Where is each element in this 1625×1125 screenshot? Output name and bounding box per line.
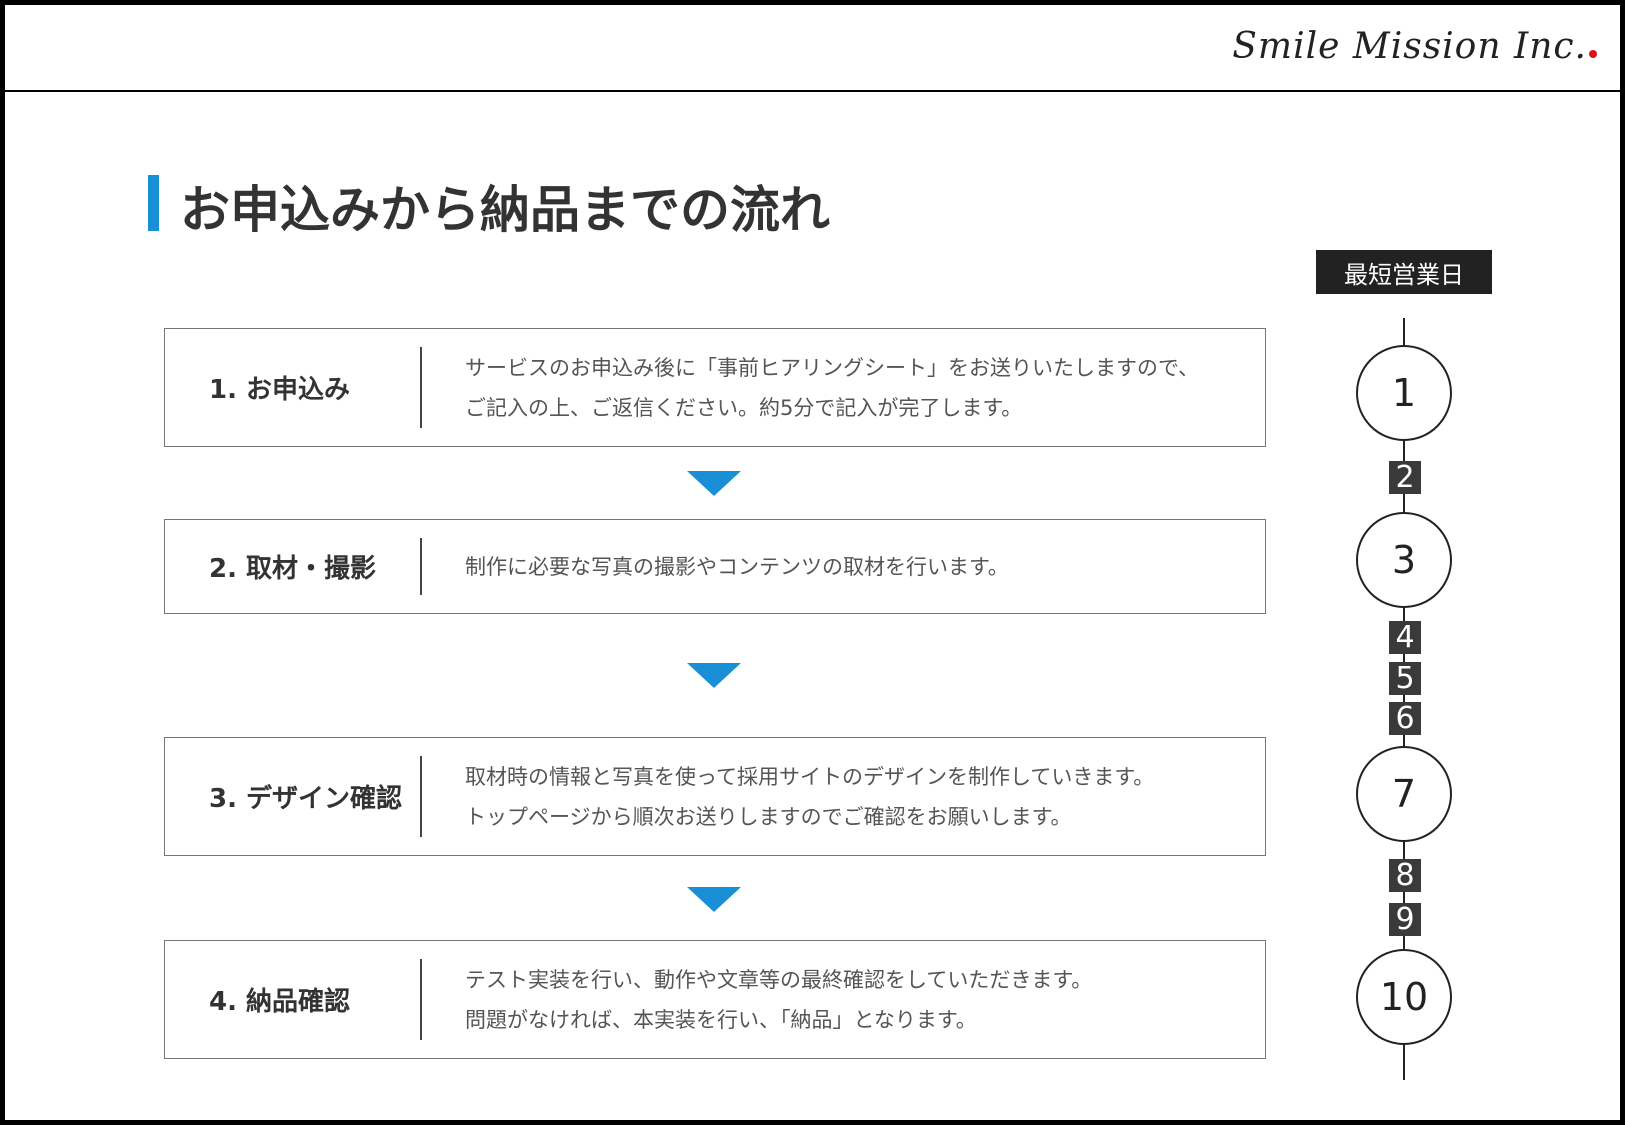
step-divider [420,756,422,837]
day-marker: 8 [1389,858,1421,893]
business-days-header: 最短営業日 [1316,250,1492,294]
step-card-3: 3. デザイン確認 取材時の情報と写真を使って採用サイトのデザインを制作していき… [164,737,1266,856]
down-arrow-icon [687,471,741,496]
step-description: 制作に必要な写真の撮影やコンテンツの取材を行います。 [465,520,1235,613]
step-description: サービスのお申込み後に「事前ヒアリングシート」をお送りいたしますので、 ご記入の… [465,329,1235,446]
brand-logo: Smile Mission Inc. [1232,26,1597,67]
day-marker: 6 [1389,701,1421,736]
step-description: 取材時の情報と写真を使って採用サイトのデザインを制作していきます。 トップページ… [465,738,1235,855]
step-description-line: サービスのお申込み後に「事前ヒアリングシート」をお送りいたしますので、 [465,355,1200,380]
step-description-line: 制作に必要な写真の撮影やコンテンツの取材を行います。 [465,554,1009,579]
step-label: 2. 取材・撮影 [209,554,377,584]
day-milestone: 3 [1356,512,1452,608]
step-card-1: 1. お申込み サービスのお申込み後に「事前ヒアリングシート」をお送りいたします… [164,328,1266,447]
step-label: 4. 納品確認 [209,987,351,1017]
step-description: テスト実装を行い、動作や文章等の最終確認をしていただきます。 問題がなければ、本… [465,941,1235,1058]
page-title: お申込みから納品までの流れ [180,181,830,239]
day-milestone: 1 [1356,345,1452,441]
step-divider [420,959,422,1040]
day-marker: 9 [1389,902,1421,937]
day-milestone: 7 [1356,746,1452,842]
step-description-line: ご記入の上、ご返信ください。約5分で記入が完了します。 [465,395,1023,420]
step-label: 1. お申込み [209,375,351,405]
step-description-line: 取材時の情報と写真を使って採用サイトのデザインを制作していきます。 [465,764,1155,789]
step-label: 3. デザイン確認 [209,784,403,814]
title-accent-bar [148,175,159,231]
day-marker: 5 [1389,661,1421,696]
step-description-line: トップページから順次お送りしますのでご確認をお願いします。 [465,804,1072,829]
step-divider [420,347,422,428]
brand-dot-icon [1589,50,1597,58]
down-arrow-icon [687,663,741,688]
day-marker: 2 [1389,460,1421,495]
step-card-2: 2. 取材・撮影 制作に必要な写真の撮影やコンテンツの取材を行います。 [164,519,1266,614]
down-arrow-icon [687,887,741,912]
day-milestone: 10 [1356,949,1452,1045]
step-description-line: 問題がなければ、本実装を行い、「納品」となります。 [465,1007,977,1032]
step-description-line: テスト実装を行い、動作や文章等の最終確認をしていただきます。 [465,967,1093,992]
step-card-4: 4. 納品確認 テスト実装を行い、動作や文章等の最終確認をしていただきます。 問… [164,940,1266,1059]
day-marker: 4 [1389,620,1421,655]
header-divider [0,90,1625,92]
step-divider [420,538,422,595]
